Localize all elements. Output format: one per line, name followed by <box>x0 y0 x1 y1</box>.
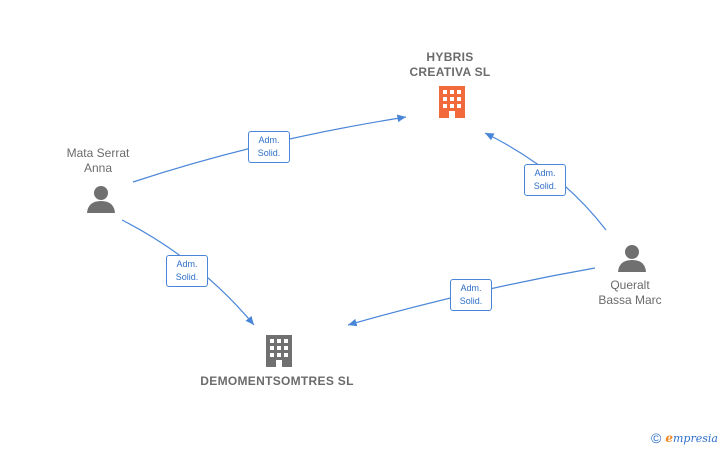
empresia-brand[interactable]: © empresia <box>651 430 718 446</box>
brand-logo: empresia <box>665 431 718 445</box>
building-icon[interactable] <box>263 333 295 369</box>
edge-label-mata-hybris[interactable]: Adm. Solid. <box>248 131 290 163</box>
brand-logo-e: e <box>665 431 673 445</box>
copyright-symbol: © <box>651 430 662 446</box>
brand-logo-text: mpresia <box>672 432 718 445</box>
person-icon[interactable] <box>617 243 647 273</box>
edge-label-line1: Adm. <box>176 259 198 269</box>
building-icon[interactable] <box>436 84 468 120</box>
company-label-hybris[interactable]: HYBRIS CREATIVA SL <box>409 50 491 79</box>
edge-label-line2: Solid. <box>459 296 483 306</box>
person-label-mata[interactable]: Mata Serrat Anna <box>66 146 130 175</box>
person-icon[interactable] <box>86 184 116 214</box>
edge-label-line2: Solid. <box>175 272 199 282</box>
edge-label-line1: Adm. <box>258 135 280 145</box>
person-label-queralt[interactable]: Queralt Bassa Marc <box>598 278 662 307</box>
edge-label-line1: Adm. <box>534 168 556 178</box>
edge-label-line2: Solid. <box>257 148 281 158</box>
company-label-demoments[interactable]: DEMOMENTSOMTRES SL <box>200 374 354 388</box>
edge-label-queralt-demoments[interactable]: Adm. Solid. <box>450 279 492 311</box>
edge-label-line1: Adm. <box>460 283 482 293</box>
edge-label-queralt-hybris[interactable]: Adm. Solid. <box>524 164 566 196</box>
edge-label-mata-demoments[interactable]: Adm. Solid. <box>166 255 208 287</box>
edge-label-line2: Solid. <box>533 181 557 191</box>
